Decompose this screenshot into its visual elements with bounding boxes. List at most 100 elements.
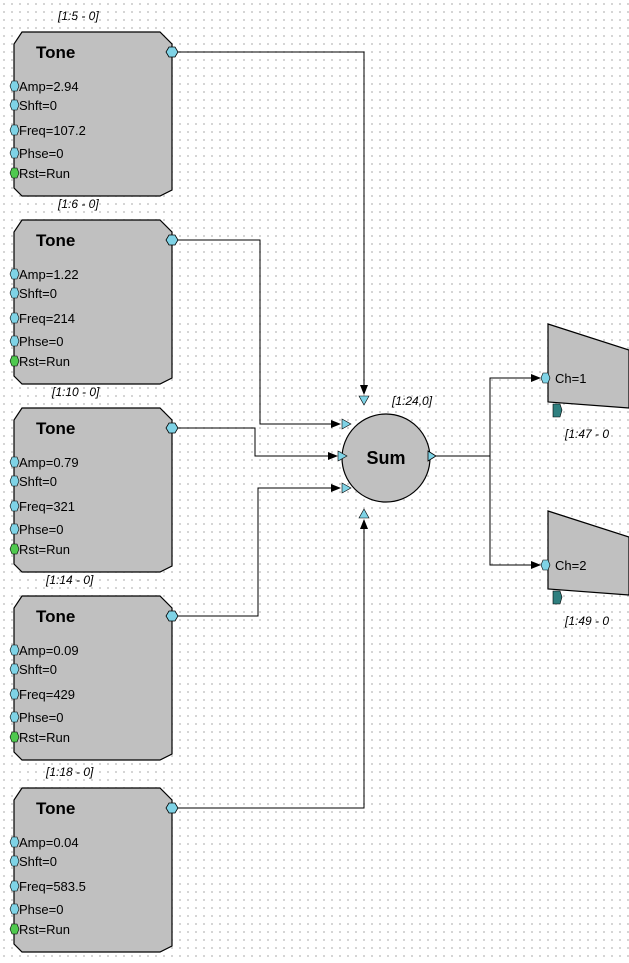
output-port-icon[interactable] bbox=[165, 610, 179, 622]
wires bbox=[177, 51, 541, 809]
param-phse: Phse=0 bbox=[19, 522, 63, 537]
param-freq: Freq=107.2 bbox=[19, 123, 86, 138]
param-shft: Shft=0 bbox=[19, 854, 57, 869]
param-shft: Shft=0 bbox=[19, 98, 57, 113]
input-port-icon[interactable] bbox=[9, 711, 20, 723]
param-rst: Rst=Run bbox=[19, 542, 70, 557]
sum-block[interactable]: [1:24,0] Sum bbox=[337, 394, 437, 519]
block-title: Tone bbox=[36, 607, 75, 626]
input-port-icon[interactable] bbox=[337, 450, 348, 462]
param-amp: Amp=2.94 bbox=[19, 79, 79, 94]
output-port-icon[interactable] bbox=[165, 422, 179, 434]
tone-block-body bbox=[13, 787, 173, 953]
input-port-icon[interactable] bbox=[9, 855, 20, 867]
block-id-label: [1:18 - 0] bbox=[45, 765, 94, 779]
tone-block-body bbox=[13, 595, 173, 761]
channel-id-label: [1:47 - 0 bbox=[564, 427, 609, 441]
run-port-icon[interactable] bbox=[9, 355, 20, 367]
output-port-icon[interactable] bbox=[165, 234, 179, 246]
channel-id-label: [1:49 - 0 bbox=[564, 614, 609, 628]
wire-tone4-sum bbox=[177, 484, 341, 617]
input-port-icon[interactable] bbox=[358, 508, 370, 519]
output-port-icon[interactable] bbox=[552, 403, 563, 418]
block-id-label: [1:6 - 0] bbox=[57, 197, 99, 211]
sum-id-label: [1:24,0] bbox=[391, 394, 433, 408]
input-port-icon[interactable] bbox=[9, 663, 20, 675]
param-rst: Rst=Run bbox=[19, 922, 70, 937]
input-port-icon[interactable] bbox=[9, 836, 20, 848]
tone-block-body bbox=[13, 407, 173, 573]
tone-block[interactable]: [1:18 - 0] Tone Amp=0.04 Shft=0 Freq=583… bbox=[9, 765, 179, 953]
input-port-icon[interactable] bbox=[540, 559, 551, 571]
run-port-icon[interactable] bbox=[9, 731, 20, 743]
param-rst: Rst=Run bbox=[19, 730, 70, 745]
input-port-icon[interactable] bbox=[9, 268, 20, 280]
block-title: Tone bbox=[36, 799, 75, 818]
param-shft: Shft=0 bbox=[19, 286, 57, 301]
channel-label: Ch=1 bbox=[555, 371, 586, 386]
tone-block[interactable]: [1:6 - 0] Tone Amp=1.22 Shft=0 Freq=214 … bbox=[9, 197, 179, 385]
input-port-icon[interactable] bbox=[9, 475, 20, 487]
run-port-icon[interactable] bbox=[9, 543, 20, 555]
param-shft: Shft=0 bbox=[19, 662, 57, 677]
block-title: Tone bbox=[36, 231, 75, 250]
param-freq: Freq=321 bbox=[19, 499, 75, 514]
param-phse: Phse=0 bbox=[19, 146, 63, 161]
input-port-icon[interactable] bbox=[341, 482, 352, 494]
param-amp: Amp=0.79 bbox=[19, 455, 79, 470]
input-port-icon[interactable] bbox=[9, 880, 20, 892]
channel-block-body bbox=[547, 323, 629, 409]
param-phse: Phse=0 bbox=[19, 710, 63, 725]
param-freq: Freq=214 bbox=[19, 311, 75, 326]
param-amp: Amp=0.09 bbox=[19, 643, 79, 658]
param-rst: Rst=Run bbox=[19, 354, 70, 369]
param-phse: Phse=0 bbox=[19, 334, 63, 349]
output-port-icon[interactable] bbox=[552, 590, 563, 605]
wire-tone2-sum bbox=[177, 239, 341, 428]
tone-block[interactable]: [1:5 - 0] Tone Amp=2.94 Shft=0 Freq=107.… bbox=[9, 9, 179, 197]
wire-tone1-sum bbox=[177, 51, 368, 395]
param-freq: Freq=583.5 bbox=[19, 879, 86, 894]
output-port-icon[interactable] bbox=[427, 450, 437, 462]
input-port-icon[interactable] bbox=[9, 500, 20, 512]
input-port-icon[interactable] bbox=[341, 418, 352, 430]
input-port-icon[interactable] bbox=[9, 287, 20, 299]
input-port-icon[interactable] bbox=[9, 456, 20, 468]
param-freq: Freq=429 bbox=[19, 687, 75, 702]
wire-sum-ch2 bbox=[489, 456, 541, 569]
block-title: Tone bbox=[36, 43, 75, 62]
input-port-icon[interactable] bbox=[9, 523, 20, 535]
output-port-icon[interactable] bbox=[165, 46, 179, 58]
input-port-icon[interactable] bbox=[9, 124, 20, 136]
input-port-icon[interactable] bbox=[9, 312, 20, 324]
tone-block[interactable]: [1:14 - 0] Tone Amp=0.09 Shft=0 Freq=429… bbox=[9, 573, 179, 761]
param-amp: Amp=1.22 bbox=[19, 267, 79, 282]
input-port-icon[interactable] bbox=[9, 80, 20, 92]
input-port-icon[interactable] bbox=[9, 99, 20, 111]
input-port-icon[interactable] bbox=[358, 395, 370, 406]
param-phse: Phse=0 bbox=[19, 902, 63, 917]
channel-label: Ch=2 bbox=[555, 558, 586, 573]
output-port-icon[interactable] bbox=[165, 802, 179, 814]
run-port-icon[interactable] bbox=[9, 923, 20, 935]
input-port-icon[interactable] bbox=[9, 335, 20, 347]
param-rst: Rst=Run bbox=[19, 166, 70, 181]
sum-label: Sum bbox=[366, 448, 405, 468]
input-port-icon[interactable] bbox=[9, 147, 20, 159]
output-channel-block[interactable]: Ch=1 [1:47 - 0 bbox=[540, 323, 629, 441]
tone-block-body bbox=[13, 31, 173, 197]
block-id-label: [1:14 - 0] bbox=[45, 573, 94, 587]
block-title: Tone bbox=[36, 419, 75, 438]
wire-tone5-sum bbox=[177, 519, 368, 809]
input-port-icon[interactable] bbox=[9, 644, 20, 656]
run-port-icon[interactable] bbox=[9, 167, 20, 179]
input-port-icon[interactable] bbox=[540, 372, 551, 384]
tone-block[interactable]: [1:10 - 0] Tone Amp=0.79 Shft=0 Freq=321… bbox=[9, 385, 179, 573]
input-port-icon[interactable] bbox=[9, 903, 20, 915]
block-id-label: [1:5 - 0] bbox=[57, 9, 99, 23]
wire-sum-ch1 bbox=[436, 374, 541, 457]
param-shft: Shft=0 bbox=[19, 474, 57, 489]
output-channel-block[interactable]: Ch=2 [1:49 - 0 bbox=[540, 510, 629, 628]
input-port-icon[interactable] bbox=[9, 688, 20, 700]
